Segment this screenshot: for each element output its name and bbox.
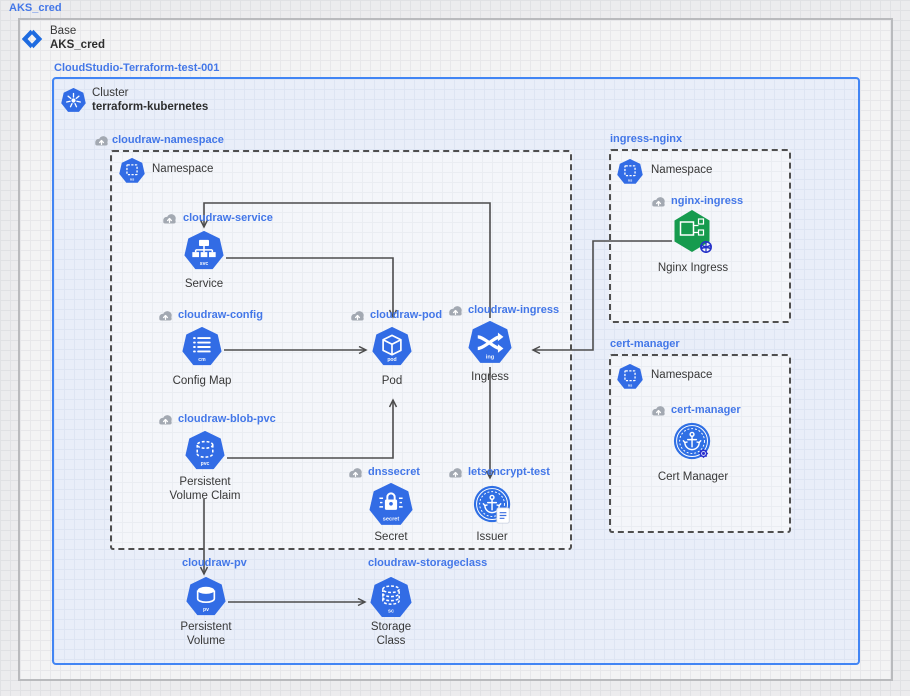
persistent-volume-icon[interactable]: pv — [186, 577, 226, 617]
label-cloudraw-pod: cloudraw-pod — [370, 309, 443, 321]
base-name: AKS_cred — [50, 39, 105, 51]
edge-service-pod[interactable] — [226, 257, 393, 317]
cert-manager-icon[interactable] — [672, 421, 714, 463]
label-cloudraw-ingress: cloudraw-ingress — [468, 304, 560, 316]
namespace-icon[interactable]: ns — [617, 364, 643, 390]
pod-icon[interactable]: pod — [372, 327, 412, 367]
svg-text:pod: pod — [387, 357, 396, 363]
cloud-upload-icon — [449, 306, 462, 316]
edge-ingress-service[interactable] — [204, 202, 491, 318]
config-map-icon[interactable]: cm — [182, 327, 222, 367]
svg-text:pvc: pvc — [201, 461, 210, 467]
service-icon[interactable]: svc — [184, 231, 224, 271]
cloud-upload-icon — [349, 468, 362, 478]
issuer-icon[interactable] — [472, 484, 514, 526]
svg-text:ns: ns — [628, 382, 633, 387]
service-caption: Service — [184, 278, 224, 290]
group-cert-manager[interactable] — [609, 354, 791, 533]
label-dnssecret: dnssecret — [368, 466, 420, 478]
persistent-volume-claim-icon[interactable]: pvc — [185, 431, 225, 471]
cloud-upload-icon — [351, 311, 364, 321]
svg-text:cm: cm — [198, 357, 206, 363]
issuer-caption: Issuer — [476, 531, 508, 543]
namespace-icon[interactable]: ns — [617, 159, 643, 185]
config-map-caption: Config Map — [172, 375, 232, 387]
cloud-upload-icon — [449, 468, 462, 478]
kubernetes-cluster-icon — [61, 88, 86, 112]
label-cloudraw-storageclass: cloudraw-storageclass — [368, 557, 488, 569]
svg-text:ns: ns — [130, 176, 135, 181]
cloud-upload-icon — [652, 197, 665, 207]
svg-text:ing: ing — [486, 354, 495, 360]
cloud-upload-icon — [159, 311, 172, 321]
svg-text:svc: svc — [200, 261, 209, 267]
label-letsencrypt-test: letsencrypt-test — [468, 466, 550, 478]
nginx-ingress-helm-icon[interactable]: HELM — [672, 209, 718, 259]
nginx-ingress-caption: Nginx Ingress — [657, 262, 729, 274]
cloud-upload-icon — [163, 214, 176, 224]
cert-manager-caption: Cert Manager — [657, 471, 729, 483]
label-ingress-nginx: ingress-nginx — [610, 133, 683, 145]
svg-text:secret: secret — [383, 516, 400, 522]
pvc-caption: Persistent Volume Claim — [169, 476, 241, 502]
storage-class-icon[interactable]: sc — [370, 577, 412, 619]
cloud-upload-icon — [652, 406, 665, 416]
base-type-label: Base — [50, 25, 77, 37]
label-cert-manager-app: cert-manager — [671, 404, 741, 416]
ingress-caption: Ingress — [471, 371, 509, 383]
storage-class-caption: Storage Class — [370, 621, 412, 647]
seal-star-badge — [698, 448, 709, 459]
secret-icon[interactable]: secret — [369, 483, 413, 527]
namespace-icon[interactable]: ns — [119, 158, 145, 184]
label-cloudraw-blob-pvc: cloudraw-blob-pvc — [178, 413, 276, 425]
label-cloudraw-pv: cloudraw-pv — [182, 557, 247, 569]
helm-wheel-badge: HELM — [700, 241, 712, 253]
svg-text:pv: pv — [203, 607, 209, 613]
svg-text:sc: sc — [388, 609, 394, 615]
label-cloudraw-config: cloudraw-config — [178, 309, 263, 321]
edge-pvc-pod[interactable] — [227, 400, 393, 459]
pv-caption: Persistent Volume — [180, 621, 232, 647]
page-title: AKS_cred — [9, 2, 62, 14]
cluster-type-label: Cluster — [92, 87, 129, 99]
pod-caption: Pod — [381, 375, 403, 387]
label-cloudraw-service: cloudraw-service — [183, 212, 273, 224]
namespace-type-label: Namespace — [152, 163, 214, 175]
label-cert-manager-group: cert-manager — [610, 338, 680, 350]
secret-caption: Secret — [374, 531, 408, 543]
namespace-type-label: Namespace — [651, 164, 713, 176]
svg-text:HELM: HELM — [701, 246, 711, 250]
certificate-doc-badge — [496, 507, 510, 524]
project-label: CloudStudio-Terraform-test-001 — [54, 62, 220, 74]
cloud-upload-icon — [159, 415, 172, 425]
cluster-name: terraform-kubernetes — [92, 101, 209, 113]
ingress-icon[interactable]: ing — [468, 321, 512, 365]
edge-nginx-ingress[interactable] — [533, 240, 672, 350]
label-nginx-ingress: nginx-ingress — [671, 195, 744, 207]
base-logo-icon — [21, 29, 43, 49]
namespace-type-label: Namespace — [651, 369, 713, 381]
svg-text:ns: ns — [628, 177, 633, 182]
label-cloudraw-namespace: cloudraw-namespace — [112, 134, 224, 146]
cloud-upload-icon — [95, 136, 108, 146]
